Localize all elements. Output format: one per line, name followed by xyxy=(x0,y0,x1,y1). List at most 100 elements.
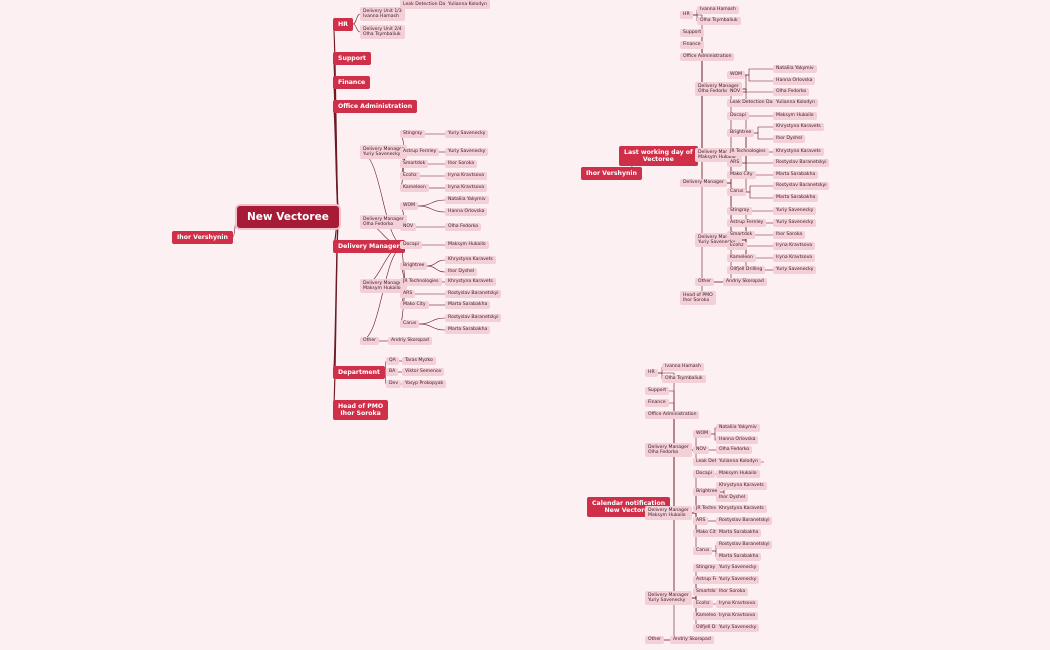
person-taras-myzko[interactable]: Taras Myzko xyxy=(402,356,436,365)
person-ihor-dyshel[interactable]: Ihor Dyshel xyxy=(716,493,749,502)
hr-delivery-unit-1-3-ivanna-hamash[interactable]: Delivery Unit 1/3 Ivanna Hamash xyxy=(360,7,405,21)
root-topic[interactable]: New Vectoree xyxy=(237,205,339,229)
hr-olha-tsymbaliuk[interactable]: Olha Tsymbaliuk xyxy=(662,374,706,383)
person-iryna-kravtsova[interactable]: Iryna Kravtsova xyxy=(716,611,759,620)
delivery-manager-delivery-manager-yuriy-savenecky[interactable]: Delivery Manager Yuriy Savenecky xyxy=(360,145,407,159)
project-leak-detection-dashboard[interactable]: Leak Detection Dashboard xyxy=(727,98,794,107)
branch-delivery-manager-yuriy-savenecky[interactable]: Delivery Manager Yuriy Savenecky xyxy=(645,591,692,605)
project-docapi[interactable]: Docapi xyxy=(727,111,749,120)
person-viktor-semenov[interactable]: Viktor Semenov xyxy=(402,367,445,376)
person-ihor-soroka[interactable]: Ihor Soroka xyxy=(716,587,749,596)
parent-topic[interactable]: Ihor Vershynin xyxy=(172,230,233,244)
person-khrystyna-karavets[interactable]: Khrystyna Karavets xyxy=(445,277,496,286)
project-nov[interactable]: NOV xyxy=(693,445,710,454)
delivery-manager-other[interactable]: Other xyxy=(695,277,715,286)
project-astrup-fernley[interactable]: Astrup Fernley xyxy=(727,218,767,227)
branch-delivery-manager[interactable]: Delivery Manager xyxy=(333,239,405,253)
hr-ivanna-hamash[interactable]: Ivanna Hamash xyxy=(662,362,704,371)
project-oilfjell-drilling[interactable]: Oilfjell Drilling xyxy=(727,265,766,274)
person-yuriy-savenecky[interactable]: Yuriy Savenecky xyxy=(773,206,817,215)
branch-head-of-pmo-ihor-soroka[interactable]: Head of PMO Ihor Soroka xyxy=(680,291,716,305)
person-rostyslav-baranetskyi[interactable]: Rostyslav Baranetskyi xyxy=(716,540,773,549)
project-jr-technologies[interactable]: JR Technologies xyxy=(727,147,769,156)
person-iryna-kravtsova[interactable]: Iryna Kravtsova xyxy=(773,253,816,262)
person-rostyslav-baranetskyi[interactable]: Rostyslav Baranetskyi xyxy=(773,181,830,190)
department-dev[interactable]: Dev xyxy=(386,379,402,388)
project-brightree[interactable]: Brightree xyxy=(693,487,721,496)
project-jr-technologies[interactable]: JR Technologies xyxy=(693,504,735,513)
project-jr-technologies[interactable]: JR Technologies xyxy=(400,277,442,286)
branch-department[interactable]: Department xyxy=(333,365,385,379)
person-andriy-skoropad[interactable]: Andriy Skoropad xyxy=(670,635,714,644)
department-qa[interactable]: QA xyxy=(386,356,399,365)
person-yulianna-kolodyn[interactable]: Yulianna Kolodyn xyxy=(716,457,761,466)
project-smartdok[interactable]: Smartdok xyxy=(400,159,429,168)
person-khrystyna-karavets[interactable]: Khrystyna Karavets xyxy=(773,122,824,131)
person-marta-sarabakha[interactable]: Marta Sarabakha xyxy=(773,170,819,179)
parent-topic[interactable]: Ihor Vershynin xyxy=(581,166,642,180)
branch-finance[interactable]: Finance xyxy=(680,40,704,49)
project-mako-city[interactable]: Mako City xyxy=(400,300,429,309)
branch-office-administration[interactable]: Office Administration xyxy=(680,52,735,61)
branch-support[interactable]: Support xyxy=(333,51,371,65)
project-ars[interactable]: ARS xyxy=(693,516,709,525)
branch-other[interactable]: Other xyxy=(645,635,665,644)
person-khrystyna-karavets[interactable]: Khrystyna Karavets xyxy=(716,481,767,490)
person-hanna-orlovska[interactable]: Hanna Orlovska xyxy=(445,207,488,216)
project-brightree[interactable]: Brightree xyxy=(400,261,428,270)
delivery-manager-delivery-manager-maksym-hukailo[interactable]: Delivery Manager Maksym Hukailo xyxy=(360,279,407,293)
person-marta-sarabakha[interactable]: Marta Sarabakha xyxy=(445,300,491,309)
person-rostyslav-baranetskyi[interactable]: Rostyslav Baranetskyi xyxy=(445,313,502,322)
branch-office-administration[interactable]: Office Administration xyxy=(645,410,700,419)
root-topic[interactable]: Last working day of Vectoree xyxy=(619,145,698,167)
person-yuriy-savenecky[interactable]: Yuriy Savenecky xyxy=(716,563,760,572)
project-docapi[interactable]: Docapi xyxy=(693,469,715,478)
project-astrup-fernley[interactable]: Astrup Fernley xyxy=(693,575,733,584)
person-khrystyna-karavets[interactable]: Khrystyna Karavets xyxy=(445,255,496,264)
person-nataliia-yakymiv[interactable]: Nataliia Yakymiv xyxy=(445,195,489,204)
project-stingray[interactable]: Stingray xyxy=(693,563,719,572)
project-carus[interactable]: Carus xyxy=(400,319,420,328)
branch-hr[interactable]: HR xyxy=(645,368,658,377)
project-nov[interactable]: NOV xyxy=(400,222,417,231)
person-khrystyna-karavets[interactable]: Khrystyna Karavets xyxy=(716,504,767,513)
person-yulianna-kolodyn[interactable]: Yulianna Kolodyn xyxy=(773,98,818,107)
person-rostyslav-baranetskyi[interactable]: Rostyslav Baranetskyi xyxy=(773,158,830,167)
project-smartdok[interactable]: Smartdok xyxy=(727,230,756,239)
person-marta-sarabakha[interactable]: Marta Sarabakha xyxy=(445,325,491,334)
person-yuriy-savenecky[interactable]: Yuriy Savenecky xyxy=(445,147,489,156)
branch-support[interactable]: Support xyxy=(680,28,705,37)
person-rostyslav-baranetskyi[interactable]: Rostyslav Baranetskyi xyxy=(445,289,502,298)
person-iryna-kravtsova[interactable]: Iryna Kravtsova xyxy=(445,171,488,180)
project-wom[interactable]: WOM xyxy=(727,70,746,79)
project-astrup-fernley[interactable]: Astrup Fernley xyxy=(400,147,440,156)
person-hanna-orlovska[interactable]: Hanna Orlovska xyxy=(716,435,759,444)
person-olha-fedorko[interactable]: Olha Fedorko xyxy=(716,445,753,454)
project-brightree[interactable]: Brightree xyxy=(727,128,755,137)
branch-support[interactable]: Support xyxy=(645,386,670,395)
person-yuriy-savenecky[interactable]: Yuriy Savenecky xyxy=(716,623,760,632)
person-ihor-soroka[interactable]: Ihor Soroka xyxy=(773,230,806,239)
project-mako-city[interactable]: Mako City xyxy=(727,170,756,179)
branch-delivery-manager-maksym-hukailo[interactable]: Delivery Manager Maksym Hukailo xyxy=(645,506,692,520)
project-leak-detection-dashboard[interactable]: Leak Detection Dashboard xyxy=(400,0,467,9)
person-nataliia-yakymiv[interactable]: Nataliia Yakymiv xyxy=(773,64,817,73)
person-maksym-hukailo[interactable]: Maksym Hukailo xyxy=(773,111,817,120)
person-olha-fedorko[interactable]: Olha Fedorko xyxy=(445,222,482,231)
branch-delivery-manager-olha-fedorko[interactable]: Delivery Manager Olha Fedorko xyxy=(645,443,692,457)
department-ba[interactable]: BA xyxy=(386,367,399,376)
project-kameleon[interactable]: Kameleon xyxy=(727,253,756,262)
branch-finance[interactable]: Finance xyxy=(333,75,371,89)
branch-hr[interactable]: HR xyxy=(333,17,353,31)
person-andriy-skoropad[interactable]: Andriy Skoropad xyxy=(388,336,432,345)
project-ars[interactable]: ARS xyxy=(727,158,743,167)
person-yuriy-savenecky[interactable]: Yuriy Savenecky xyxy=(716,575,760,584)
person-yuriy-savenecky[interactable]: Yuriy Savenecky xyxy=(445,129,489,138)
project-kameleon[interactable]: Kameleon xyxy=(400,183,429,192)
person-olha-fedorko[interactable]: Olha Fedorko xyxy=(773,87,810,96)
person-marta-sarabakha[interactable]: Marta Sarabakha xyxy=(716,528,762,537)
project-nov[interactable]: NOV xyxy=(727,87,744,96)
project-oilfjell-drilling[interactable]: Oilfjell Drilling xyxy=(693,623,732,632)
branch-delivery-manager[interactable]: Delivery Manager xyxy=(680,178,727,187)
person-iryna-kravtsova[interactable]: Iryna Kravtsova xyxy=(773,241,816,250)
